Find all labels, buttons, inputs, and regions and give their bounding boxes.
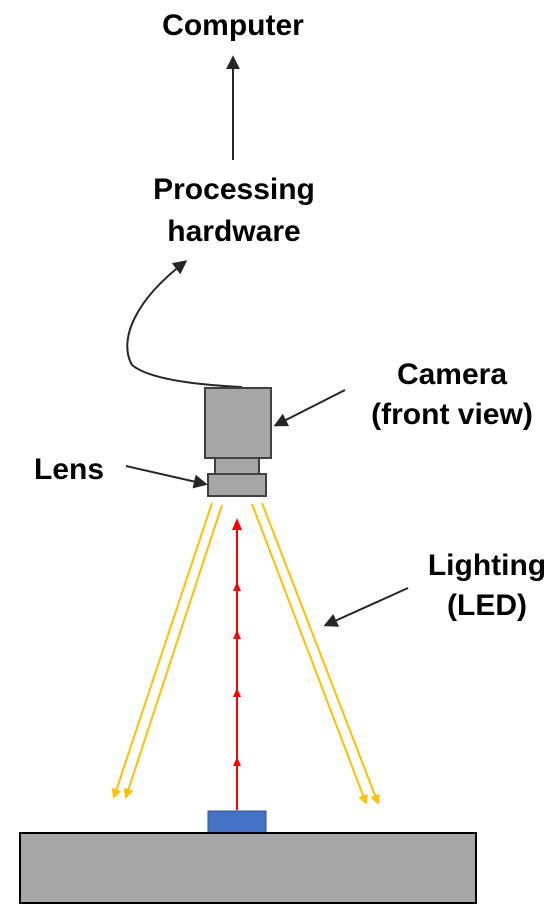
camera-pointer-arrow (273, 389, 346, 427)
camera-cable-arrow (126, 260, 243, 388)
camera-body (204, 387, 272, 459)
lens-neck (214, 457, 260, 475)
computer-label: Computer (162, 9, 304, 42)
left-light-beam-inner (123, 504, 223, 799)
reflected-light-ray (232, 518, 242, 810)
inspected-object (207, 810, 267, 834)
left-light-beam-outer (111, 502, 213, 799)
lens-label: Lens (34, 453, 105, 486)
lens-body (207, 473, 267, 497)
processing-hardware-label: Processing hardware (153, 173, 315, 248)
lighting-pointer-arrow (323, 587, 409, 627)
lens-pointer-arrow (125, 465, 208, 489)
right-light-beam-outer (261, 502, 380, 805)
inspection-table (19, 832, 477, 904)
lighting-label: Lighting (LED) (427, 549, 547, 622)
camera-label: Camera (front view) (371, 358, 533, 431)
right-light-beam-inner (251, 503, 368, 805)
